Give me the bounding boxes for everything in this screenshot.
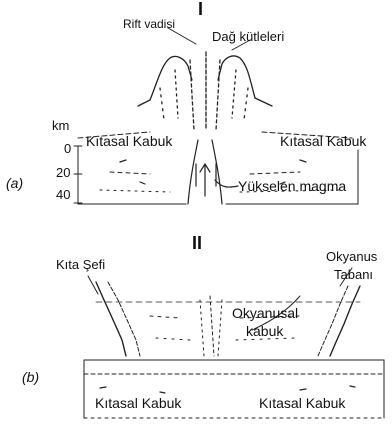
- depth-tick-40: 40: [56, 188, 70, 201]
- rising-magma-leader: [215, 180, 238, 187]
- ocean-floor-label-line2: Tabanı: [334, 268, 373, 281]
- rift-valley-label: Rift vadisi: [123, 18, 175, 30]
- panel-b-letter: (b): [22, 370, 39, 384]
- rising-magma-drawing: [188, 140, 238, 204]
- depth-tick-0: 0: [64, 142, 71, 155]
- continental-crust-left-label-a: Kıtasal Kabuk: [86, 134, 172, 148]
- continental-crust-left-label-b: Kıtasal Kabuk: [95, 396, 181, 410]
- depth-scale-axis: [74, 146, 82, 204]
- panel-a-letter: (a): [6, 176, 23, 190]
- oceanic-crust-label-line1: Okyanusal: [232, 306, 298, 320]
- left-continental-slope: [96, 282, 126, 356]
- continental-shelf-leader: [88, 276, 98, 294]
- ocean-floor-label-line1: Okyanus: [326, 250, 377, 263]
- continental-shelf-label: Kıta Şefi: [56, 258, 105, 271]
- oceanic-crust-label-line2: kabuk: [246, 324, 283, 338]
- rift-block: [138, 52, 272, 130]
- rising-magma-label: Yükselen magma: [238, 179, 346, 193]
- continental-crust-right-label-a: Kıtasal Kabuk: [280, 134, 366, 148]
- crust-blocks-a: [78, 150, 358, 204]
- panel-a-roman-numeral: I: [198, 0, 203, 18]
- continental-crust-right-label-b: Kıtasal Kabuk: [259, 396, 345, 410]
- depth-unit-label: km: [52, 119, 69, 132]
- right-continental-slope: [330, 286, 360, 356]
- mountain-masses-label: Dağ kütleleri: [212, 30, 284, 43]
- panel-b-roman-numeral: II: [192, 234, 202, 252]
- depth-tick-20: 20: [56, 166, 70, 179]
